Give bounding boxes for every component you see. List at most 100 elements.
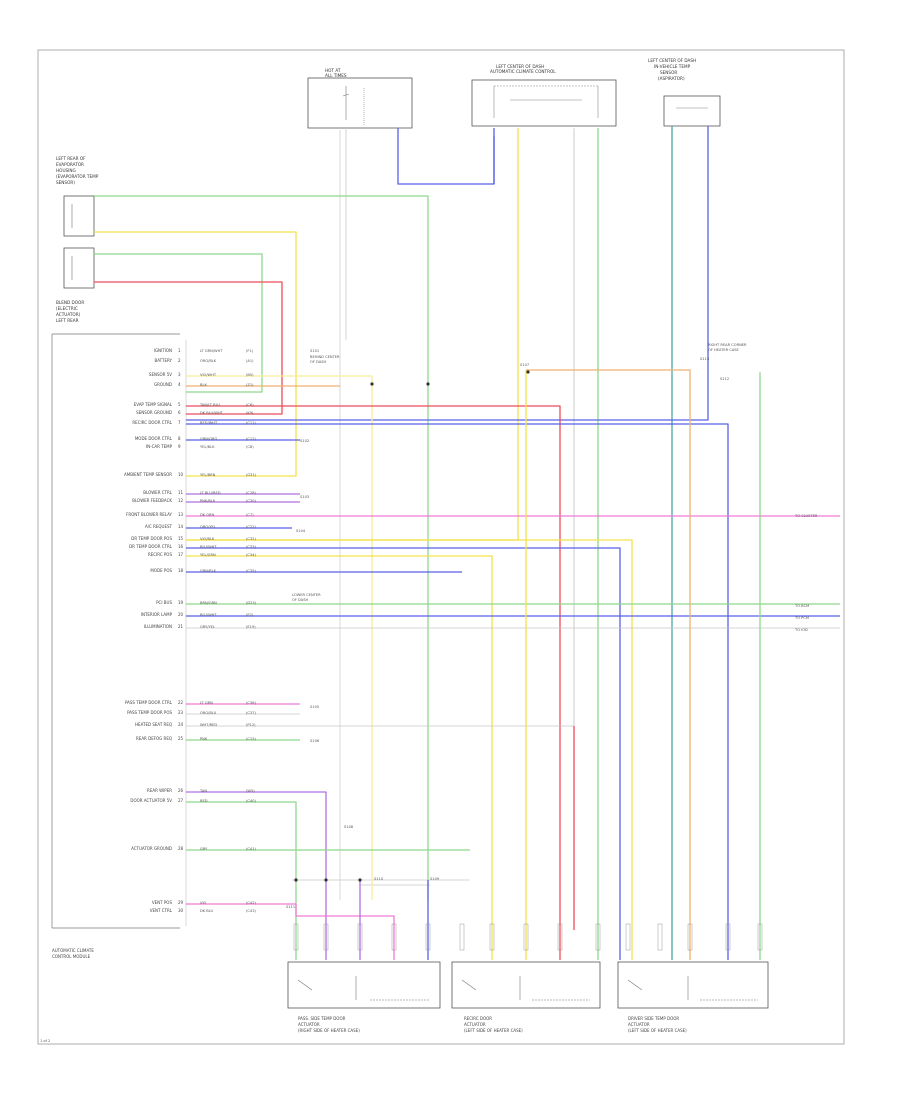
connector-stub xyxy=(687,923,693,951)
wire-sensor-blue xyxy=(186,126,709,421)
pin-wire-color: PNK/BLK xyxy=(200,499,216,503)
pin-circuit: (C34) xyxy=(246,553,256,557)
pin-name: A/C REQUEST xyxy=(145,524,173,529)
splice-label: S106 xyxy=(310,739,320,743)
pin-wire-color: BRN/GRN xyxy=(200,601,217,605)
pin-name: DR TEMP DOOR CTRL xyxy=(129,544,173,549)
wire-pin-28 xyxy=(186,801,297,960)
left-sensor-top-label-2: EVAPORATOR xyxy=(56,162,84,167)
right-edge-label-1: TO CLUSTER xyxy=(794,514,818,518)
pin-name: BATTERY xyxy=(155,358,173,363)
wire-pin-17 xyxy=(186,547,621,960)
wire-pin-30 xyxy=(186,903,395,960)
sensor-label-1: LEFT CENTER OF DASH xyxy=(648,58,696,63)
pin-circuit: (C30) xyxy=(246,499,256,503)
connector-stub xyxy=(657,923,663,951)
pin-name: PCI BUS xyxy=(156,600,172,605)
pin-wire-color: ORG/YEL xyxy=(200,525,216,529)
connector-stub xyxy=(357,923,363,951)
pin-circuit: (P12) xyxy=(246,723,256,727)
footer-code: 1 of 2 xyxy=(40,1039,50,1043)
pin-wire-color: LT GRN xyxy=(200,701,213,705)
wire-evap-yellow xyxy=(94,231,297,477)
splice-label: S105 xyxy=(310,705,319,709)
pin-wire-color: TAN/LT BLU xyxy=(199,403,220,407)
fuse-label-2: ALL TIMES xyxy=(325,73,347,78)
connector-stub xyxy=(557,923,563,951)
pin-wire-color: GRY/YEL xyxy=(200,625,215,629)
pin-name: SENSOR 5V xyxy=(149,372,172,377)
pin-wire-color: TAN xyxy=(199,789,207,793)
wire-blend-red xyxy=(94,281,283,415)
side-note-1-line-2: OF DASH xyxy=(310,360,326,364)
pin-wire-color: VIO xyxy=(200,901,207,905)
left-sensor-top-label-3: HOUSING xyxy=(56,168,76,173)
splice-label: S111 xyxy=(286,905,295,909)
pin-name: AMBIENT TEMP SENSOR xyxy=(124,472,172,477)
controller-label-1: LEFT CENTER OF DASH xyxy=(496,64,544,69)
pin-name: INTERIOR LAMP xyxy=(141,612,173,617)
splice-label: S103 xyxy=(300,495,309,499)
pin-name: HEATED SEAT REQ xyxy=(135,722,172,727)
connector-stub xyxy=(625,923,631,951)
pin-name: VENT POS xyxy=(152,900,173,905)
pin-number: 6 xyxy=(178,410,181,415)
splice-label: S107 xyxy=(520,363,529,367)
pin-circuit: (K9) xyxy=(246,411,254,415)
module-caption-2: CONTROL MODULE xyxy=(52,954,91,959)
pin-number: 11 xyxy=(178,490,184,495)
pin-circuit: (C40) xyxy=(246,799,256,803)
pin-wire-color: VIO/WHT xyxy=(200,373,217,377)
pin-number: 19 xyxy=(178,600,184,605)
pin-circuit: (C28) xyxy=(246,491,256,495)
left-sensor-top: LEFT REAR OF EVAPORATOR HOUSING (EVAPORA… xyxy=(56,156,99,237)
right-edge-labels: TO CLUSTER TO BCM TO PCM TO IOD xyxy=(794,514,818,632)
pin-circuit: (C35) xyxy=(246,569,256,573)
splice-dot xyxy=(358,878,362,882)
pin-wire-color: GRN/BLK xyxy=(200,569,217,573)
pin-circuit: (C36) xyxy=(246,701,256,705)
wire-pin-5 xyxy=(186,405,561,960)
pin-number: 8 xyxy=(178,436,181,441)
pin-circuit: (C15) xyxy=(246,737,256,741)
left-sensor-top-label-1: LEFT REAR OF xyxy=(56,156,86,161)
pin-wire-color: YEL/GRN xyxy=(200,553,216,557)
pin-number: 30 xyxy=(178,908,184,913)
actuator-1-label-3: (RIGHT SIDE OF HEATER CASE) xyxy=(298,1028,360,1033)
pin-wire-color: DK GRN xyxy=(200,513,215,517)
side-note-2-line-2: OF DASH xyxy=(292,598,308,602)
actuator-1-label-1: PASS. SIDE TEMP DOOR xyxy=(298,1016,346,1021)
connector-stub xyxy=(725,923,731,951)
fuse-label-1: HOT AT xyxy=(325,68,341,73)
actuator-1-label-2: ACTUATOR xyxy=(298,1022,320,1027)
pin-wire-color: PNK xyxy=(200,737,208,741)
connector-stub xyxy=(459,923,465,951)
pin-number: 21 xyxy=(178,624,184,629)
top-controller-block: LEFT CENTER OF DASH AUTOMATIC CLIMATE CO… xyxy=(471,64,617,127)
bottom-actuator-2: RECIRC DOOR ACTUATOR (LEFT SIDE OF HEATE… xyxy=(451,961,601,1033)
pin-circuit: (C37) xyxy=(246,711,256,715)
splice-label: S112 xyxy=(720,377,729,381)
pin-name: FRONT BLOWER RELAY xyxy=(126,512,173,517)
pin-name: IN-CAR TEMP xyxy=(146,444,173,449)
pin-name: PASS TEMP DOOR POS xyxy=(127,710,172,715)
pin-wire-color: LT BLU/RED xyxy=(200,491,221,495)
pin-number: 5 xyxy=(178,402,181,407)
pin-circuit: (C43) xyxy=(246,909,256,913)
side-note-1: BEHIND CENTER OF DASH xyxy=(310,355,340,364)
right-edge-label-3: TO PCM xyxy=(794,616,809,620)
pin-circuit: (C12) xyxy=(246,437,256,441)
pin-name: EVAP TEMP SIGNAL xyxy=(134,402,173,407)
actuator-2-label-1: RECIRC DOOR xyxy=(464,1016,492,1021)
actuator-3-label-3: (LEFT SIDE OF HEATER CASE) xyxy=(628,1028,687,1033)
pin-name: REAR DEFOG REQ xyxy=(136,736,172,741)
pin-number: 23 xyxy=(178,710,184,715)
left-sensor-top-label-4: (EVAPORATOR TEMP xyxy=(56,174,99,179)
pin-circuit: (C41) xyxy=(246,847,256,851)
splice-label: S101 xyxy=(310,349,319,353)
pin-name: DOOR ACTUATOR 5V xyxy=(130,798,172,803)
pin-number: 15 xyxy=(178,536,184,541)
pin-wire-color: BLU/WHT xyxy=(200,613,217,617)
